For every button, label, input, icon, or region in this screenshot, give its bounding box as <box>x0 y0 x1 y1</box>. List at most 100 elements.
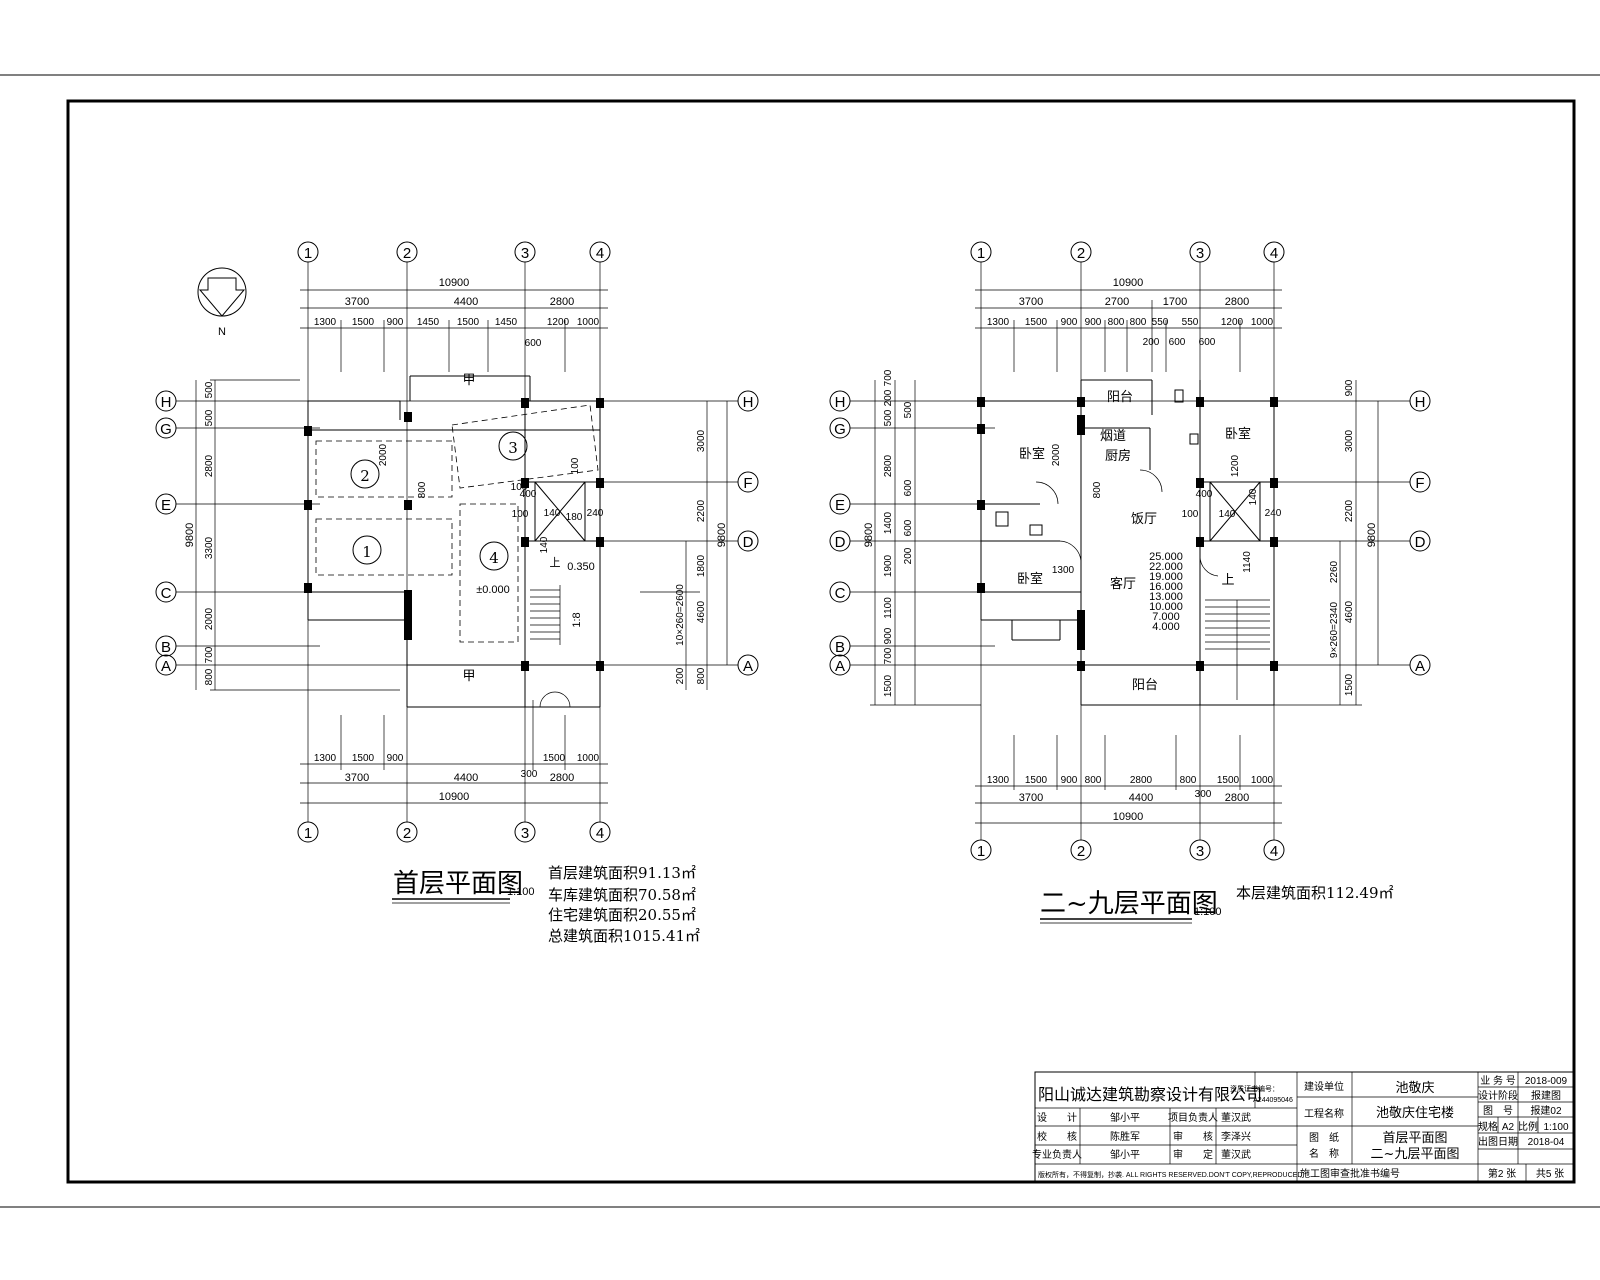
grid-bubble-top-1: 1 <box>297 241 319 263</box>
dim-lines-right <box>640 401 728 690</box>
drawing-label: 9800 <box>184 523 196 547</box>
drawing-label: 4 <box>1270 843 1278 860</box>
drawing-label: 工程名称 <box>1304 1107 1344 1120</box>
drawing-label: 陈胜军 <box>1110 1130 1140 1143</box>
typical-floor-plan: 1 2 3 4 1 2 3 4 H G E D C B A H F D A <box>829 241 1431 924</box>
drawing-label: 600 <box>1169 337 1186 348</box>
project-name: 池敬庆住宅楼 <box>1376 1105 1454 1121</box>
drawing-label: 2800 <box>550 772 574 784</box>
drawing-label: 200 <box>1143 337 1160 348</box>
drawing-label: 100 <box>511 482 528 493</box>
grid-bubble-bottom-1b: 1 <box>970 839 992 861</box>
columns-ground <box>304 398 604 671</box>
grid-bubble-bottom-2b: 2 <box>1070 839 1092 861</box>
drawing-label: 2800 <box>204 454 215 477</box>
grid-bubble-left-G: G <box>155 417 177 439</box>
drawing-label: 1900 <box>883 554 894 577</box>
drawing-label: 车库建筑面积70.58㎡ <box>548 886 696 904</box>
grid-bubble-top-2: 2 <box>396 241 418 263</box>
drawing-label: 1:100 <box>1543 1122 1568 1133</box>
plan1-title: 首层平面图 <box>393 869 523 899</box>
drawing-label: 800 <box>417 481 428 498</box>
plan2-area: 本层建筑面积112.49㎡ <box>1236 884 1394 902</box>
drawing-label: 客厅 <box>1110 576 1136 592</box>
drawing-label: 2 <box>403 825 411 842</box>
drawing-label: A <box>835 658 845 675</box>
drawing-label: 2 <box>360 467 370 485</box>
grid-bubble-bottom-1: 1 <box>297 821 319 843</box>
drawing-label: 300 <box>1195 789 1212 800</box>
drawing-label: 1500 <box>1344 673 1355 696</box>
grid-bubble-top-3b: 3 <box>1189 241 1211 263</box>
drawing-label: 600 <box>525 338 542 349</box>
drawing-label: 140 <box>544 508 561 519</box>
drawing-label: 1300 <box>314 317 337 328</box>
drawing-label: 上 <box>1221 573 1234 588</box>
drawing-label: 3700 <box>1019 296 1043 308</box>
drawing-label: 1500 <box>1025 775 1048 786</box>
level-list: 25.000 22.000 19.000 16.000 13.000 10.00… <box>1149 551 1183 633</box>
north-arrow: N <box>197 267 247 338</box>
drawing-label: 800 <box>1180 775 1197 786</box>
drawing-label: 800 <box>1108 317 1125 328</box>
drawing-label: 1500 <box>883 674 894 697</box>
drawing-label: 900 <box>1061 317 1078 328</box>
drawing-label: 1000 <box>1251 775 1274 786</box>
drawing-label: 700 <box>883 369 894 386</box>
drawing-label: 邹小平 <box>1110 1111 1140 1124</box>
drawing-label: 1 <box>362 543 372 561</box>
drawing-label: 报建02 <box>1530 1104 1562 1117</box>
drawing-label: 3 <box>1196 245 1204 262</box>
drawing-label: 厨房 <box>1105 448 1131 464</box>
drawing-label: 4400 <box>454 772 478 784</box>
grid-bubble-left-Cb: C <box>829 581 851 603</box>
entry-door-swing <box>539 691 571 708</box>
drawing-label: 1300 <box>1052 565 1075 576</box>
drawing-label: F <box>743 475 752 492</box>
grid-bubble-top-4b: 4 <box>1263 241 1285 263</box>
drawing-label: 1 <box>304 245 312 262</box>
drawing-label: 二~九层平面图 <box>1371 1147 1460 1162</box>
drawing-label: 邹小平 <box>1110 1148 1140 1161</box>
drawing-label: 200 <box>903 547 914 564</box>
grid-bubble-bottom-4: 4 <box>589 821 611 843</box>
ground-floor-plan: 1 2 3 4 1 2 3 4 H G E C B A H F D A <box>155 241 759 945</box>
drawing-label: 700 <box>204 646 215 663</box>
drawing-label: 阳台 <box>1107 390 1133 405</box>
drawing-label: B <box>161 639 171 656</box>
grid-lines-b <box>850 262 1410 840</box>
grid-bubble-left-Bb: B <box>829 635 851 657</box>
drawing-label: 4400 <box>1129 792 1153 804</box>
grid-bubble-top-1b: 1 <box>970 241 992 263</box>
plan2-scale: 1:100 <box>1194 906 1222 918</box>
drawing-label: 第2 张 <box>1488 1167 1516 1180</box>
dim-lines-top-b <box>975 289 1282 372</box>
drawing-label: 建设单位 <box>1304 1080 1344 1093</box>
drawing-label: 董汉武 <box>1221 1148 1251 1161</box>
drawing-label: 600 <box>903 479 914 496</box>
drawing-label: H <box>161 394 172 411</box>
drawing-label: 卧室 <box>1225 426 1251 442</box>
drawing-label: 首层建筑面积91.13㎡ <box>548 864 696 882</box>
drawing-label: 550 <box>1182 317 1199 328</box>
drawing-label: E <box>161 497 171 514</box>
drawing-label: 住宅建筑面积20.55㎡ <box>548 906 696 924</box>
drawing-label: 1800 <box>696 554 707 577</box>
drawing-label: 1000 <box>577 753 600 764</box>
drawing-label: 4 <box>596 825 604 842</box>
drawing-label: 4400 <box>454 296 478 308</box>
drawing-label: 甲 <box>462 373 475 388</box>
drawing-label: 22.000 <box>1149 561 1183 573</box>
drawing-label: 共5 张 <box>1536 1168 1564 1180</box>
drawing-label: 校 核 <box>1037 1130 1077 1143</box>
drawing-label: 300 <box>521 769 538 780</box>
dim-lines-left <box>195 379 400 691</box>
drawing-label: 3300 <box>204 536 215 559</box>
grid-bubble-left-Eb: E <box>829 493 851 515</box>
drawing-label: G <box>160 421 172 438</box>
drawing-label: A <box>161 658 171 675</box>
grid-bubble-left-H: H <box>155 390 177 412</box>
drawing-label: 9800 <box>863 523 875 547</box>
drawing-frame <box>66 99 1576 1184</box>
drawing-label: 1000 <box>1251 317 1274 328</box>
